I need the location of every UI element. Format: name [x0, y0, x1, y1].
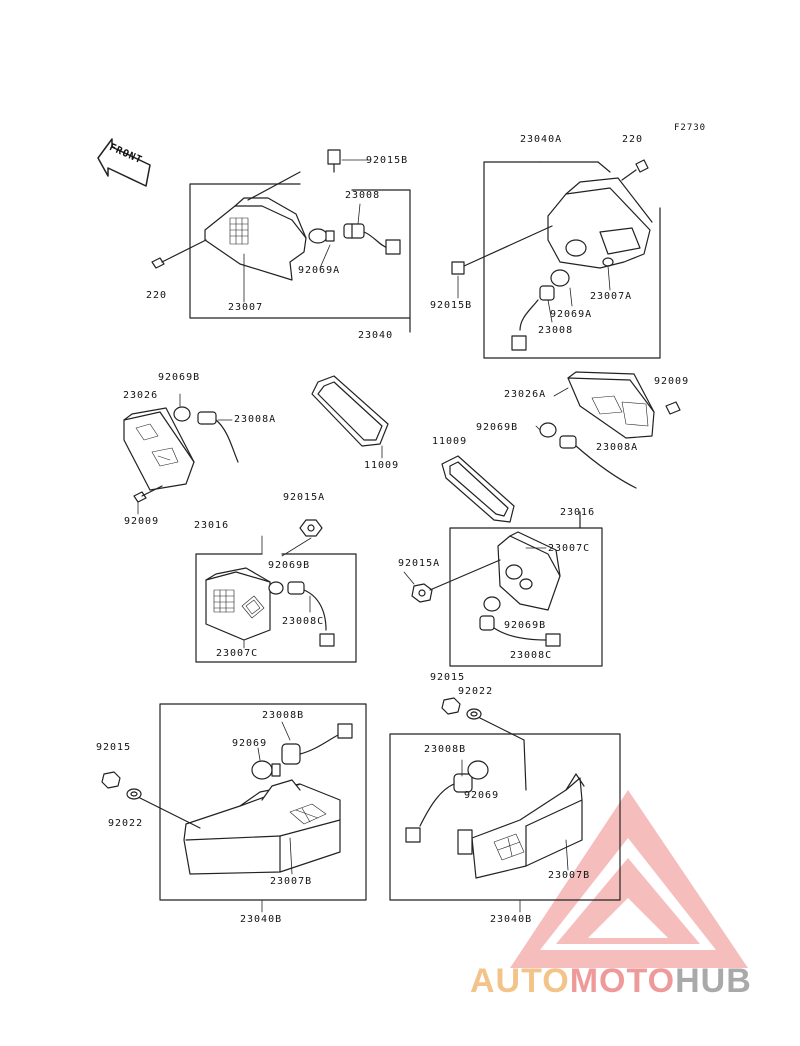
part-label: 23016	[560, 507, 596, 518]
watermark-text: AUTOMOTOHUB	[470, 962, 752, 1001]
part-label: 92009	[124, 516, 160, 527]
part-label: 23008A	[596, 442, 639, 453]
part-label: 11009	[364, 460, 400, 471]
part-label: 220	[622, 134, 644, 145]
front-arrow	[97, 138, 151, 187]
part-label: 92069B	[158, 372, 201, 383]
part-label: 92015B	[430, 300, 473, 311]
part-label: 92015A	[283, 492, 326, 503]
part-label: 23007A	[590, 291, 633, 302]
part-label: 92015	[430, 672, 466, 683]
part-label: 92069A	[298, 265, 341, 276]
part-label: 23026A	[504, 389, 547, 400]
part-label: 23016	[194, 520, 230, 531]
watermark-moto: MOTO	[569, 962, 676, 1000]
assembly-23016-a	[195, 519, 357, 663]
part-label: 23040B	[240, 914, 283, 925]
part-label: 23040B	[490, 914, 533, 925]
watermark-hub: HUB	[675, 962, 752, 1000]
assembly-23040B-b	[389, 697, 621, 913]
part-label: 92022	[458, 686, 494, 697]
part-label: 23008C	[510, 650, 553, 661]
part-label: 92015	[96, 742, 132, 753]
part-label: 92069B	[504, 620, 547, 631]
part-label: 23040A	[520, 134, 563, 145]
assembly-23040	[151, 149, 411, 333]
part-label: 92069B	[476, 422, 519, 433]
watermark-logo	[510, 790, 748, 968]
part-label: 23008B	[424, 744, 467, 755]
figure-code: F2730	[674, 123, 707, 133]
part-label: 92069B	[268, 560, 311, 571]
assembly-23026A	[535, 371, 681, 489]
part-label: 23007C	[548, 543, 591, 554]
part-label: 92069	[464, 790, 500, 801]
lens-grid	[229, 217, 249, 245]
part-label: 11009	[432, 436, 468, 447]
part-label: 92015B	[366, 155, 409, 166]
assembly-23026	[123, 393, 239, 515]
assembly-23040B-a	[101, 703, 367, 913]
part-label: 92022	[108, 818, 144, 829]
part-label: 23008A	[234, 414, 277, 425]
part-label: 23026	[123, 390, 159, 401]
assembly-23016-b	[403, 511, 603, 667]
assembly-23040A	[451, 159, 661, 359]
part-label: 23007C	[216, 648, 259, 659]
part-label: 23007B	[270, 876, 313, 887]
gasket-11009-b	[441, 455, 515, 523]
part-label: 23007	[228, 302, 264, 313]
part-label: 23008C	[282, 616, 325, 627]
part-label: 23040	[358, 330, 394, 341]
part-label: 23008	[538, 325, 574, 336]
part-label: 92015A	[398, 558, 441, 569]
part-label: 92009	[654, 376, 690, 387]
part-label: 23007B	[548, 870, 591, 881]
part-label: 23008B	[262, 710, 305, 721]
gasket-11009-a	[311, 375, 389, 459]
watermark-auto: AUTO	[470, 962, 570, 1000]
part-label: 92069	[232, 738, 268, 749]
part-label: 220	[146, 290, 168, 301]
part-label: 92069A	[550, 309, 593, 320]
part-label: 23008	[345, 190, 381, 201]
